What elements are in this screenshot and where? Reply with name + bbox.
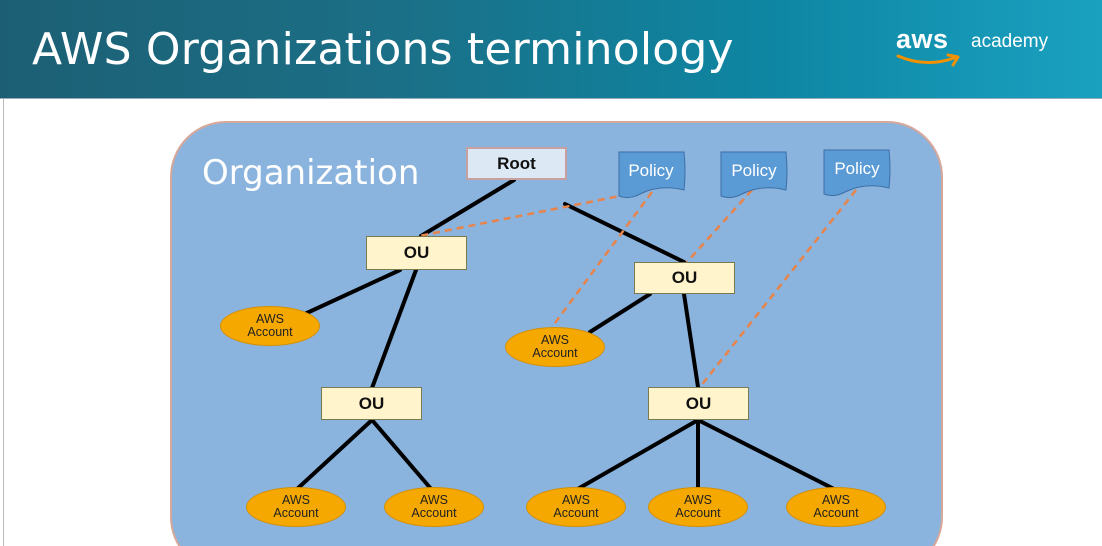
policy-label-2: Policy bbox=[731, 161, 777, 180]
edge-ou4-account7 bbox=[696, 418, 838, 492]
ou-node-4: OU bbox=[648, 387, 749, 420]
edge-root-ou1 bbox=[419, 178, 516, 238]
aws-account-6: AWS Account bbox=[648, 487, 748, 527]
policy-flag-icon-3 bbox=[823, 149, 891, 197]
account-line-1: AWS bbox=[419, 493, 448, 507]
aws-account-5: AWS Account bbox=[526, 487, 626, 527]
policy-flag-icon-2 bbox=[720, 151, 788, 199]
account-line-1: AWS bbox=[255, 312, 284, 326]
account-line-2: Account bbox=[675, 506, 721, 520]
policy-link-2 bbox=[686, 189, 753, 263]
banner-divider bbox=[0, 98, 1102, 99]
title-banner: AWS Organizations terminology aws academ… bbox=[0, 0, 1102, 98]
policy-link-1a bbox=[418, 190, 641, 238]
account-line-1: AWS bbox=[540, 333, 569, 347]
edge-ou2-ou4 bbox=[682, 292, 700, 389]
policy-label-1: Policy bbox=[628, 161, 674, 180]
aws-account-1: AWS Account bbox=[220, 306, 320, 346]
account-line-2: Account bbox=[273, 506, 319, 520]
slide-border bbox=[3, 99, 4, 546]
edge-ou1-account1 bbox=[294, 268, 402, 320]
account-line-2: Account bbox=[247, 325, 293, 339]
aws-account-7: AWS Account bbox=[786, 487, 886, 527]
policy-link-1b bbox=[550, 191, 654, 328]
account-line-1: AWS bbox=[561, 493, 590, 507]
edge-ou4-account5 bbox=[574, 418, 700, 492]
ou-node-3: OU bbox=[321, 387, 422, 420]
account-line-1: AWS bbox=[281, 493, 310, 507]
ou-node-2: OU bbox=[634, 262, 735, 294]
root-node: Root bbox=[466, 147, 567, 180]
account-line-2: Account bbox=[813, 506, 859, 520]
account-line-2: Account bbox=[553, 506, 599, 520]
edge-ou2-account2 bbox=[588, 292, 652, 334]
policy-flag-icon-1 bbox=[618, 151, 686, 199]
edge-ou1-ou3 bbox=[370, 268, 418, 390]
aws-account-4: AWS Account bbox=[384, 487, 484, 527]
tree-edges bbox=[294, 178, 838, 492]
account-line-2: Account bbox=[532, 346, 578, 360]
brand-aws-text: aws bbox=[896, 24, 949, 54]
edge-ou3-account3 bbox=[294, 418, 374, 492]
brand-academy-text: academy bbox=[971, 31, 1049, 52]
account-line-2: Account bbox=[411, 506, 457, 520]
ou-node-1: OU bbox=[366, 236, 467, 270]
aws-account-3: AWS Account bbox=[246, 487, 346, 527]
slide-title: AWS Organizations terminology bbox=[32, 24, 734, 75]
aws-account-2: AWS Account bbox=[505, 327, 605, 367]
account-line-1: AWS bbox=[821, 493, 850, 507]
organization-label: Organization bbox=[202, 153, 420, 193]
policy-links bbox=[418, 189, 857, 388]
account-line-1: AWS bbox=[683, 493, 712, 507]
policy-link-3 bbox=[699, 189, 857, 388]
policy-label-3: Policy bbox=[834, 159, 880, 178]
aws-smile-icon bbox=[896, 53, 960, 67]
edge-ou3-account4 bbox=[370, 418, 434, 492]
edge-root-ou2 bbox=[563, 202, 686, 264]
